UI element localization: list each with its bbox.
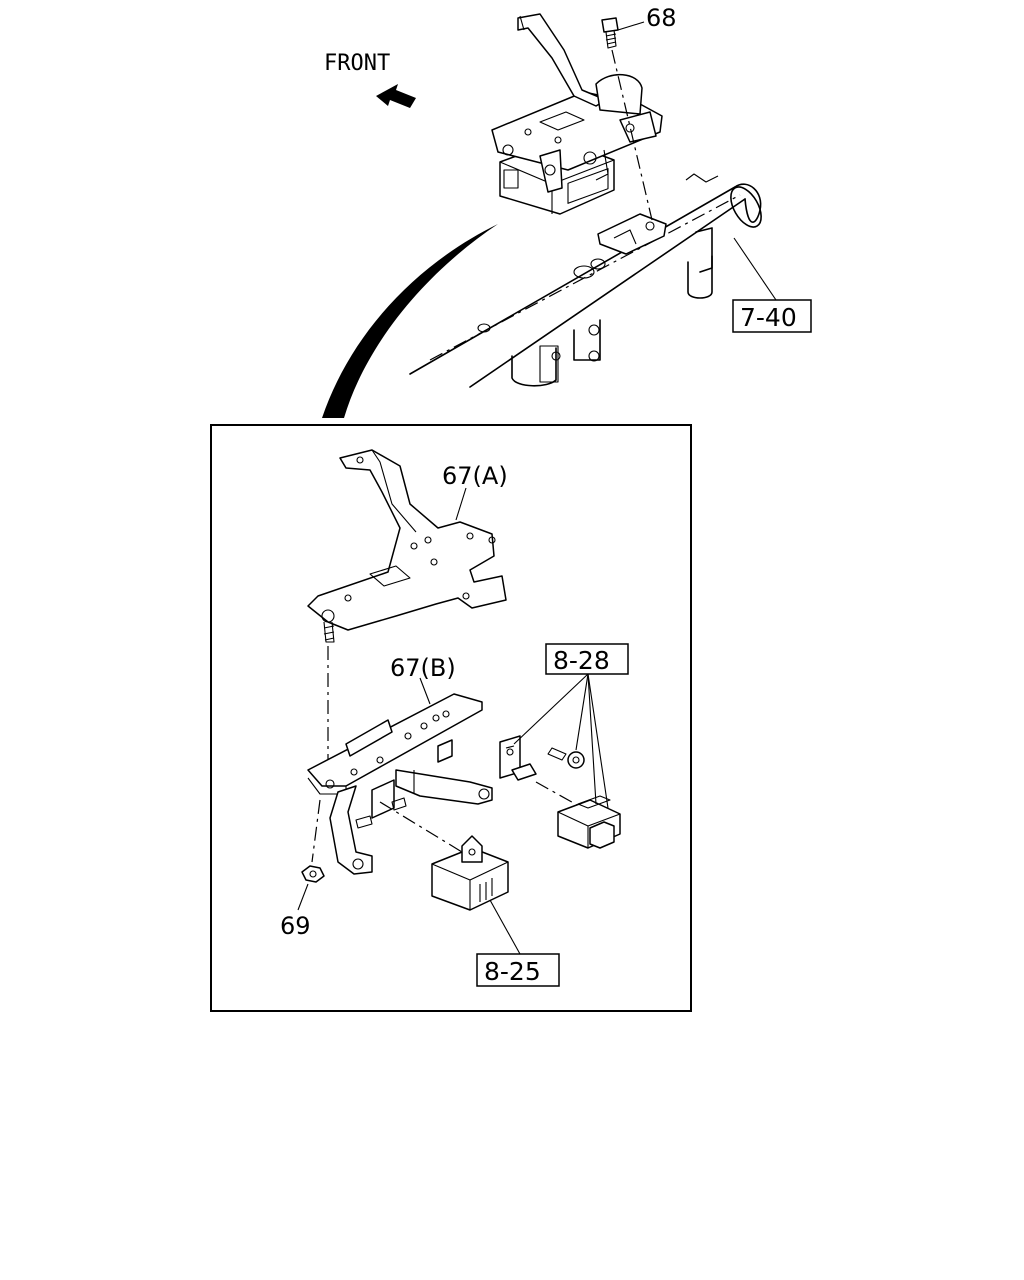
ref-box-8-28[interactable]: 8-28 [545,643,629,675]
detail-callout-arrow [322,224,498,418]
ref-label-8-25: 8-25 [484,957,541,986]
callout-67b: 67(B) [390,654,456,682]
detail-frame [210,424,692,1012]
callout-68: 68 [646,4,677,32]
leader-7-40 [733,237,777,301]
relay-8-25 [431,835,509,911]
stud-icon [355,797,407,829]
bolt-68-icon [601,17,619,49]
crossmember-assembly [409,173,762,388]
switch-8-28 [557,795,621,849]
callout-67a: 67(A) [442,462,508,490]
leader-69 [297,883,309,911]
leader-8-25 [489,899,521,955]
stud-icon [323,621,335,643]
ref-label-7-40: 7-40 [740,303,797,332]
switch-bracket-8-28 [499,735,537,781]
upper-bracket-assembly [491,13,663,215]
leader-67b [419,677,431,705]
nut-69-icon [301,865,325,883]
front-arrow-icon [376,84,416,108]
leaders-8-28 [513,673,609,809]
ref-box-8-25[interactable]: 8-25 [476,953,560,987]
leader-67a [455,487,467,521]
ref-label-8-28: 8-28 [553,646,610,675]
ref-box-7-40[interactable]: 7-40 [732,299,812,333]
front-label: FRONT [324,51,390,76]
leader-68 [617,21,645,31]
bracket-67a [307,449,507,631]
bracket-67b [307,693,493,875]
callout-69: 69 [280,912,311,940]
screw-icon [547,747,585,769]
